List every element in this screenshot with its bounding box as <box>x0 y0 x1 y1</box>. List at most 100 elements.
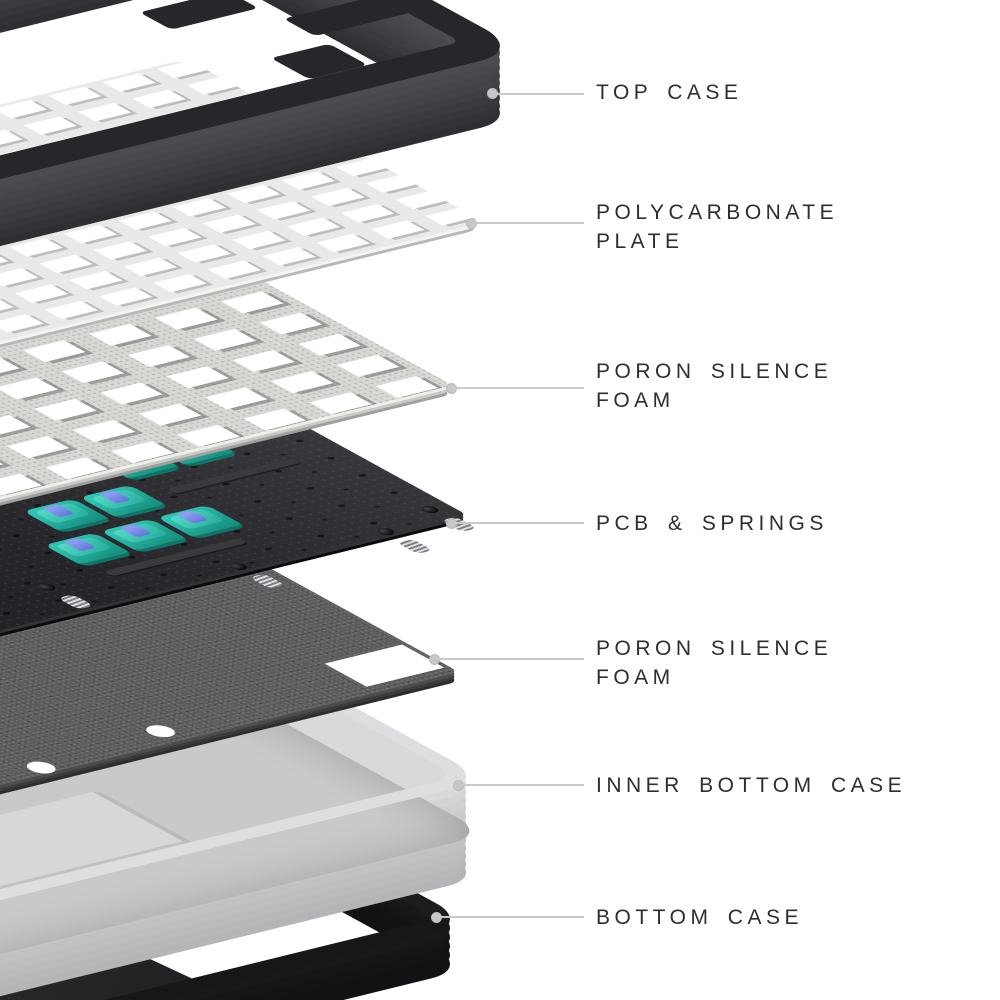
key-switch <box>22 498 114 534</box>
part-label: PORON SILENCE FOAM <box>596 637 833 689</box>
leader-line <box>452 522 584 524</box>
switch-housing <box>43 532 135 568</box>
bottom-case-extrusion <box>0 777 473 1000</box>
leader-line <box>437 916 584 918</box>
tray-wall <box>0 640 488 1000</box>
tray-wall <box>0 696 488 1000</box>
foam-lower-extrusion <box>0 517 460 892</box>
top-case-extrusion <box>0 0 524 321</box>
bottom-case-extrusion <box>0 795 473 1000</box>
top-case-frame <box>0 0 524 261</box>
key-switch <box>79 484 170 520</box>
switch-stem <box>119 523 153 538</box>
tray-wall <box>0 664 488 1000</box>
spring <box>440 516 478 533</box>
part-label: TOP CASE <box>596 81 743 104</box>
top-case-extrusion <box>0 0 524 276</box>
leader-dot <box>487 88 498 99</box>
part-label: PCB & SPRINGS <box>596 512 828 535</box>
tray-wall <box>0 624 488 999</box>
leader-line <box>435 658 584 660</box>
foam-hole <box>20 759 62 776</box>
switch-stem <box>98 490 132 504</box>
tray-rim <box>0 616 488 991</box>
tray-wall <box>0 712 488 1000</box>
switch-stem <box>111 451 145 466</box>
switch-top <box>167 508 226 530</box>
pcb-extrusion <box>0 354 468 729</box>
foam-hole <box>140 723 181 740</box>
key-switch <box>99 518 191 554</box>
tray-screw-boss <box>137 707 167 720</box>
tray-wall <box>0 672 488 1000</box>
part-label: INNER BOTTOM CASE <box>596 774 907 797</box>
top-case-extrusion <box>0 0 524 313</box>
key-switch <box>156 504 248 540</box>
pcb-screw <box>373 526 398 537</box>
leader-line <box>493 93 584 95</box>
top-case-extrusion <box>0 0 524 291</box>
tray-wall <box>0 688 488 1000</box>
switch-top <box>103 450 162 472</box>
tray-wall <box>0 632 488 1000</box>
top-case-extrusion <box>0 0 524 306</box>
tray-wall <box>0 704 488 1000</box>
switch-housing <box>92 446 184 482</box>
tray-raised-platform <box>0 790 196 901</box>
leader-line <box>452 387 584 389</box>
switch-housing <box>156 504 248 540</box>
foam-upper-extrusion <box>0 224 453 599</box>
tray-wall <box>0 680 488 1000</box>
top-case-extrusion <box>0 0 524 328</box>
pcb-extrusion <box>0 357 468 732</box>
part-label: BOTTOM CASE <box>596 906 803 929</box>
plate-extrusion <box>0 61 485 436</box>
leader-line <box>459 784 584 786</box>
switch-housing <box>148 432 240 468</box>
switch-top <box>111 522 170 544</box>
pcb-screw <box>34 582 59 592</box>
switch-stem <box>168 438 202 452</box>
spring <box>249 573 286 589</box>
switch-housing <box>22 498 114 534</box>
top-case-rib <box>283 0 422 37</box>
switch-stem <box>175 510 209 524</box>
key-switch <box>92 446 184 482</box>
leader-dot <box>431 912 442 923</box>
part-label: POLYCARBONATE PLATE <box>596 201 839 253</box>
bottom-case-extrusion <box>0 786 473 1000</box>
foam-lower-extrusion <box>0 514 460 889</box>
bottom-case-extrusion <box>0 804 473 1000</box>
top-case-extrusion <box>0 0 524 298</box>
top-case-rib <box>270 43 368 80</box>
leader-dot <box>446 518 457 529</box>
switch-top <box>33 502 92 524</box>
part-label: PORON SILENCE FOAM <box>596 360 833 412</box>
tray-wall <box>0 648 488 1000</box>
foam-lower-extrusion <box>0 511 460 886</box>
stabilizer-bar <box>103 538 248 577</box>
pcb-screw <box>417 504 442 515</box>
top-case-rib <box>139 0 259 30</box>
leader-dot <box>429 654 440 665</box>
foam-upper-extrusion <box>0 230 453 605</box>
switch-top <box>54 536 113 558</box>
foam-upper-face <box>0 221 453 596</box>
top-case-extrusion <box>0 0 524 283</box>
switch-stem <box>62 537 96 552</box>
foam-lower-face <box>0 508 460 883</box>
leader-dot <box>446 383 457 394</box>
switch-stem <box>41 503 76 518</box>
top-case-extrusion <box>0 0 524 268</box>
stabilizer-bar <box>166 457 302 494</box>
plate-extrusion <box>0 64 485 439</box>
tray-wall <box>0 656 488 1000</box>
foam-cutout <box>324 644 445 687</box>
switch-top <box>159 436 218 458</box>
